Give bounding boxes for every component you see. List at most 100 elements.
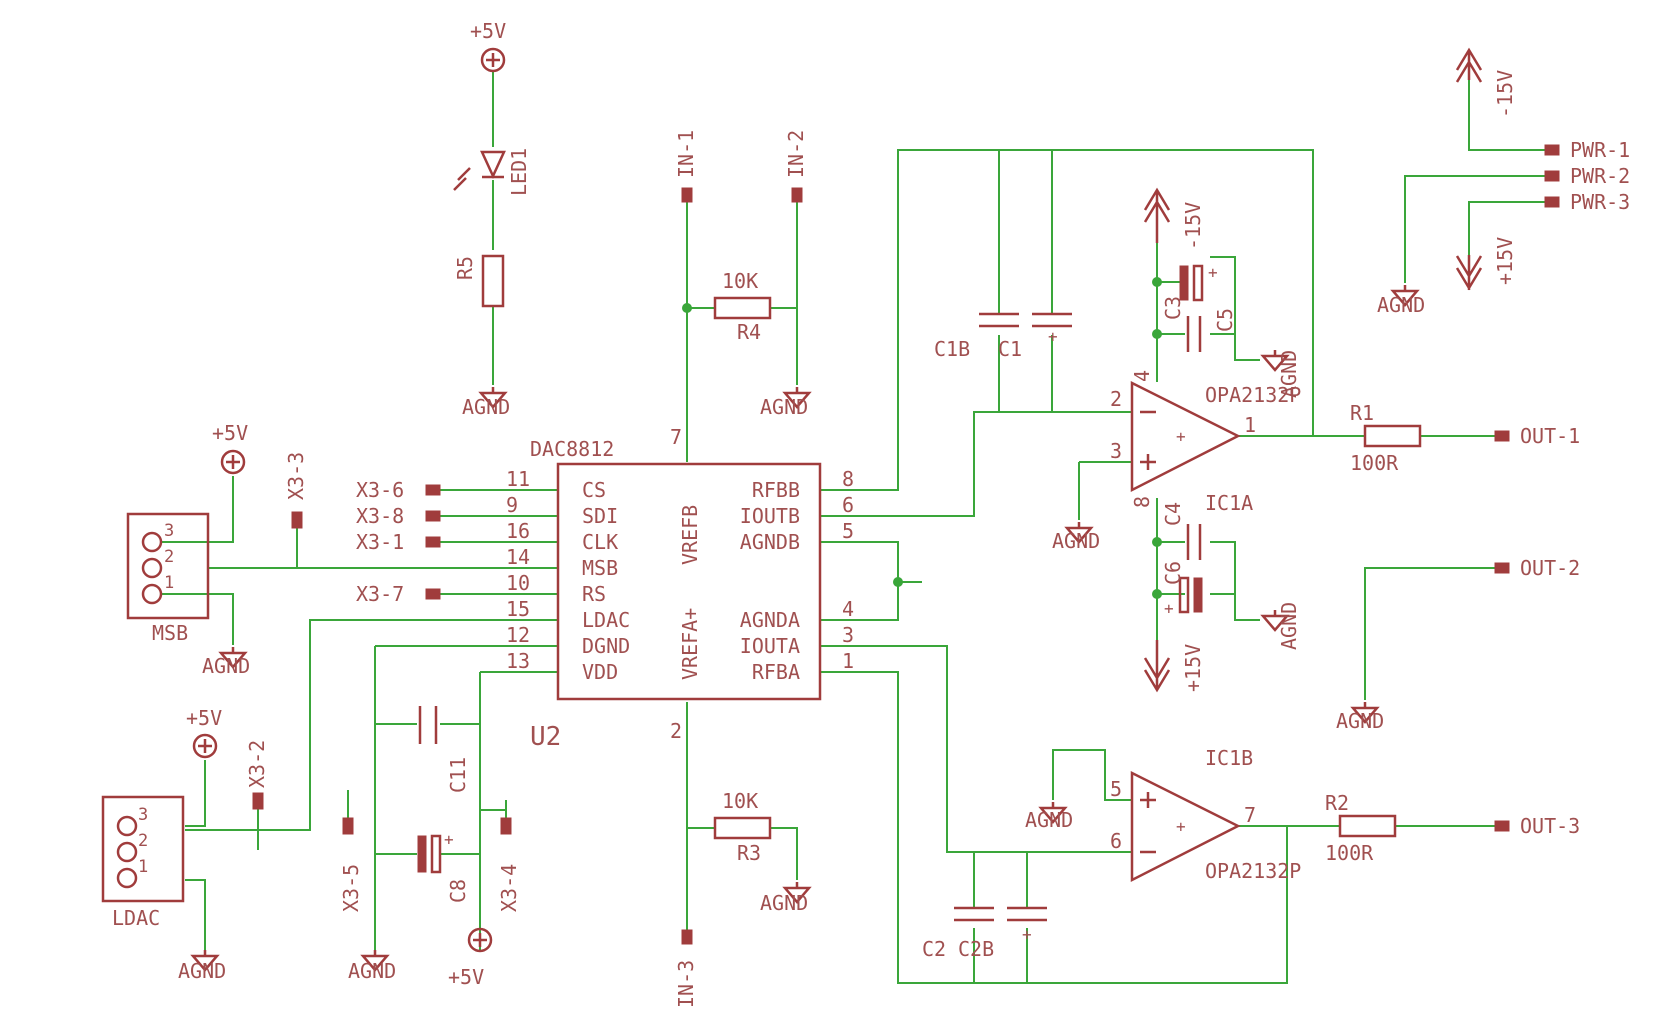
opa-part-b: OPA2132P <box>1205 859 1301 883</box>
pwr-2: PWR-2 <box>1570 164 1630 188</box>
r3-value: 10K <box>722 789 758 813</box>
x3-5-label: X3-5 <box>339 864 363 912</box>
agnd-r3: AGND <box>760 891 808 915</box>
p15-pwr: +15V <box>1493 237 1517 285</box>
dac-pin-top-label: VREFB <box>678 505 702 565</box>
opa-part-a: OPA2132P <box>1205 383 1301 407</box>
c2b-label: C2B <box>958 937 994 961</box>
opa-pin-vneg: 8 <box>1130 496 1154 508</box>
agnd-led: AGND <box>462 395 510 419</box>
msb-pin1: 1 <box>164 573 174 593</box>
p5-label-top: +5V <box>470 19 506 43</box>
dac-pin-bottom-num: 2 <box>670 719 682 743</box>
r4-value: 10K <box>722 269 758 293</box>
agnd-c6: AGND <box>1277 602 1301 650</box>
agnd-pwr: AGND <box>1377 293 1425 317</box>
r2-label: R2 <box>1325 791 1349 815</box>
input-x3-8: X3-8 <box>356 504 404 528</box>
opamp-b: + 5 6 7 IC1B OPA2132P AGND <box>1025 746 1301 883</box>
c1-label: C1 <box>998 337 1022 361</box>
dac-pin-label: MSB <box>582 556 618 580</box>
m15-pwr: -15V <box>1493 70 1517 118</box>
net-out2: OUT-2 <box>1520 556 1580 580</box>
dac-pin-num: 5 <box>842 519 854 543</box>
dac-pin-label: VDD <box>582 660 618 684</box>
dac-pin-label: IOUTA <box>740 634 800 658</box>
svg-text:+: + <box>1208 263 1218 282</box>
c1b-label: C1B <box>934 337 970 361</box>
input-x3-1: X3-1 <box>356 530 404 554</box>
dac-pin-label: CLK <box>582 530 618 554</box>
ldac-label: LDAC <box>112 906 160 930</box>
c2-label: C2 <box>922 937 946 961</box>
dac-pin-label: DGND <box>582 634 630 658</box>
msb-pin2: 2 <box>164 547 174 567</box>
agnd-ldac: AGND <box>178 959 226 983</box>
c11-label: C11 <box>446 757 470 793</box>
dac-name: DAC8812 <box>530 437 614 461</box>
output-resistors: R1 100R R2 100R OUT-1 OUT-2 OUT-3 AGND <box>1325 401 1580 865</box>
svg-text:+: + <box>1176 817 1186 836</box>
dac-pin-label: RFBA <box>752 660 800 684</box>
svg-text:+: + <box>1164 599 1174 618</box>
ldac-pin3: 3 <box>138 805 148 825</box>
opa-ref-b: IC1B <box>1205 746 1253 770</box>
pwr-3: PWR-3 <box>1570 190 1630 214</box>
net-out3: OUT-3 <box>1520 814 1580 838</box>
power-connector: -15V +15V AGND PWR-1 PWR-2 PWR-3 <box>1377 47 1630 317</box>
dac-pin-num: 13 <box>506 649 530 673</box>
dac-pin-num: 1 <box>842 649 854 673</box>
ldac-pin2: 2 <box>138 831 148 851</box>
r4-r3: IN-1 IN-2 10K R4 AGND 10K R3 AGND IN-3 <box>674 130 811 1008</box>
dac-pin-label: LDAC <box>582 608 630 632</box>
msb-connector: 3 2 1 MSB +5V AGND X3-3 <box>126 421 308 678</box>
c8-label: C8 <box>446 879 470 903</box>
c5-label: C5 <box>1213 308 1237 332</box>
dac-pin-top-num: 7 <box>670 425 682 449</box>
opamp-a: + 2 3 1 4 8 OPA2132P IC1A AGND -15V + C3… <box>1052 187 1301 693</box>
x3-3-label: X3-3 <box>284 452 308 500</box>
c2-c2b: + C2 C2B <box>922 906 1047 961</box>
p5-ldac: +5V <box>186 706 222 730</box>
c6-label: C6 <box>1161 561 1185 585</box>
input-x3-7: X3-7 <box>356 582 404 606</box>
dac-pin-num: 16 <box>506 519 530 543</box>
svg-text:+: + <box>1048 327 1058 346</box>
agnd-opa-a: AGND <box>1052 529 1100 553</box>
opa-ref-a: IC1A <box>1205 491 1253 515</box>
p5-c8: +5V <box>448 965 484 989</box>
input-x3-6: X3-6 <box>356 478 404 502</box>
opb-pin-noninv: 5 <box>1110 777 1122 801</box>
dac-pin-label: AGNDA <box>740 608 800 632</box>
r4-label: R4 <box>737 320 761 344</box>
dac-pin-num: 9 <box>506 493 518 517</box>
led-label: LED1 <box>507 148 531 196</box>
r1-value: 100R <box>1350 451 1399 475</box>
net-in1: IN-1 <box>674 130 698 178</box>
dac-pin-num: 11 <box>506 467 530 491</box>
ldac-pin1: 1 <box>138 857 148 877</box>
c3-label: C3 <box>1161 296 1185 320</box>
agnd-c11: AGND <box>348 959 396 983</box>
opb-pin-inv: 6 <box>1110 829 1122 853</box>
p15-opa: +15V <box>1181 644 1205 692</box>
ldac-connector: 3 2 1 LDAC +5V AGND X3-2 <box>101 706 269 983</box>
dac-ref: U2 <box>530 722 561 752</box>
opa-pin-out: 1 <box>1244 413 1256 437</box>
opb-pin-out: 7 <box>1244 803 1256 827</box>
agnd-msb: AGND <box>202 654 250 678</box>
net-in3: IN-3 <box>674 960 698 1008</box>
agnd-out2: AGND <box>1336 709 1384 733</box>
dac-pin-num: 12 <box>506 623 530 647</box>
dac-pin-num: 14 <box>506 545 530 569</box>
p5-msb: +5V <box>212 421 248 445</box>
dac-pin-label: AGNDB <box>740 530 800 554</box>
dac-pin-label: RFBB <box>752 478 800 502</box>
c4-label: C4 <box>1161 502 1185 526</box>
m15-opa: -15V <box>1181 202 1205 250</box>
svg-text:+: + <box>444 830 454 849</box>
dac-pin-num: 8 <box>842 467 854 491</box>
dac-pin-num: 10 <box>506 571 530 595</box>
